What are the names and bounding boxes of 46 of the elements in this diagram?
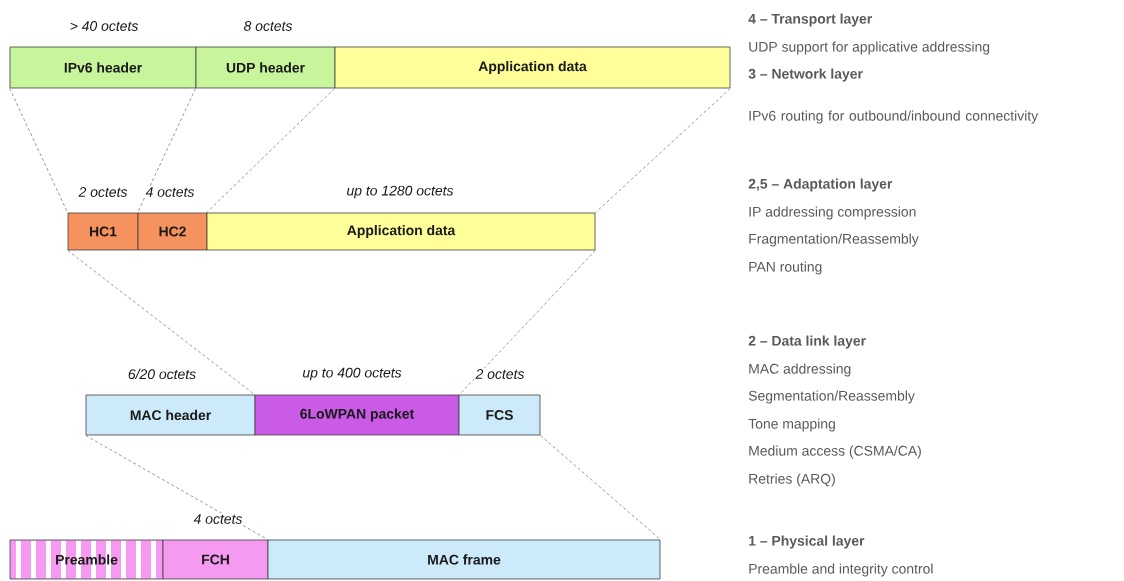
layer-description: Fragmentation/Reassembly — [749, 233, 919, 247]
layer-heading: 3 – Network layer — [748, 68, 863, 82]
segment-box: 6LoWPAN packet — [254, 394, 460, 436]
segment-box: HC2 — [137, 212, 208, 251]
leader-line — [206, 88, 335, 213]
segment-box: Preamble — [9, 539, 164, 580]
layer-description: Preamble and integrity control — [749, 563, 933, 577]
segment-box: FCS — [458, 394, 541, 436]
size-label: 8 octets — [242, 20, 294, 32]
segment-box: MAC header — [85, 394, 256, 436]
leader-line — [67, 250, 255, 395]
size-label: up to 1280 octets — [345, 184, 455, 200]
leader-line — [459, 250, 596, 395]
layer-description: Segmentation/Reassembly — [748, 390, 915, 404]
layer-description: MAC addressing — [749, 363, 851, 377]
layer-description: Tone mapping — [748, 418, 835, 432]
size-label: 4 octets — [192, 513, 244, 525]
layer-heading: 1 – Physical layer — [749, 535, 865, 549]
size-label: 2 octets — [474, 368, 526, 380]
layer-heading: 2,5 – Adaptation layer — [748, 178, 893, 192]
segment-box: Application data — [206, 212, 596, 251]
leader-line — [137, 88, 196, 213]
node-label: Preamble — [56, 554, 118, 565]
segment-box: UDP header — [195, 46, 336, 89]
segment-box: MAC frame — [267, 539, 661, 580]
segment-box: Application data — [334, 46, 731, 89]
layer-heading: 2 – Data link layer — [748, 335, 866, 349]
layer-description: Retries (ARQ) — [749, 473, 835, 487]
size-label: up to 400 octets — [301, 366, 403, 382]
leader-line — [9, 88, 68, 213]
leader-line — [540, 435, 661, 540]
size-label: 2 octets — [77, 186, 129, 198]
size-label: > 40 octets — [68, 20, 140, 32]
layer-description: Medium access (CSMA/CA) — [749, 445, 921, 459]
layer-description: IPv6 routing for outbound/inbound connectivity — [749, 110, 1039, 124]
size-label: 6/20 octets — [126, 367, 198, 381]
layer-description: PAN routing — [749, 261, 822, 275]
segment-box: IPv6 header — [9, 46, 197, 89]
segment-box: HC1 — [67, 212, 139, 251]
layer-heading: 4 – Transport layer — [748, 13, 872, 27]
segment-box: FCH — [162, 539, 269, 580]
leader-line — [595, 88, 731, 213]
layer-description: IP addressing compression — [749, 206, 916, 220]
layer-description: UDP support for applicative addressing — [749, 41, 990, 55]
leader-line — [85, 435, 268, 540]
size-label: 4 octets — [144, 186, 196, 198]
